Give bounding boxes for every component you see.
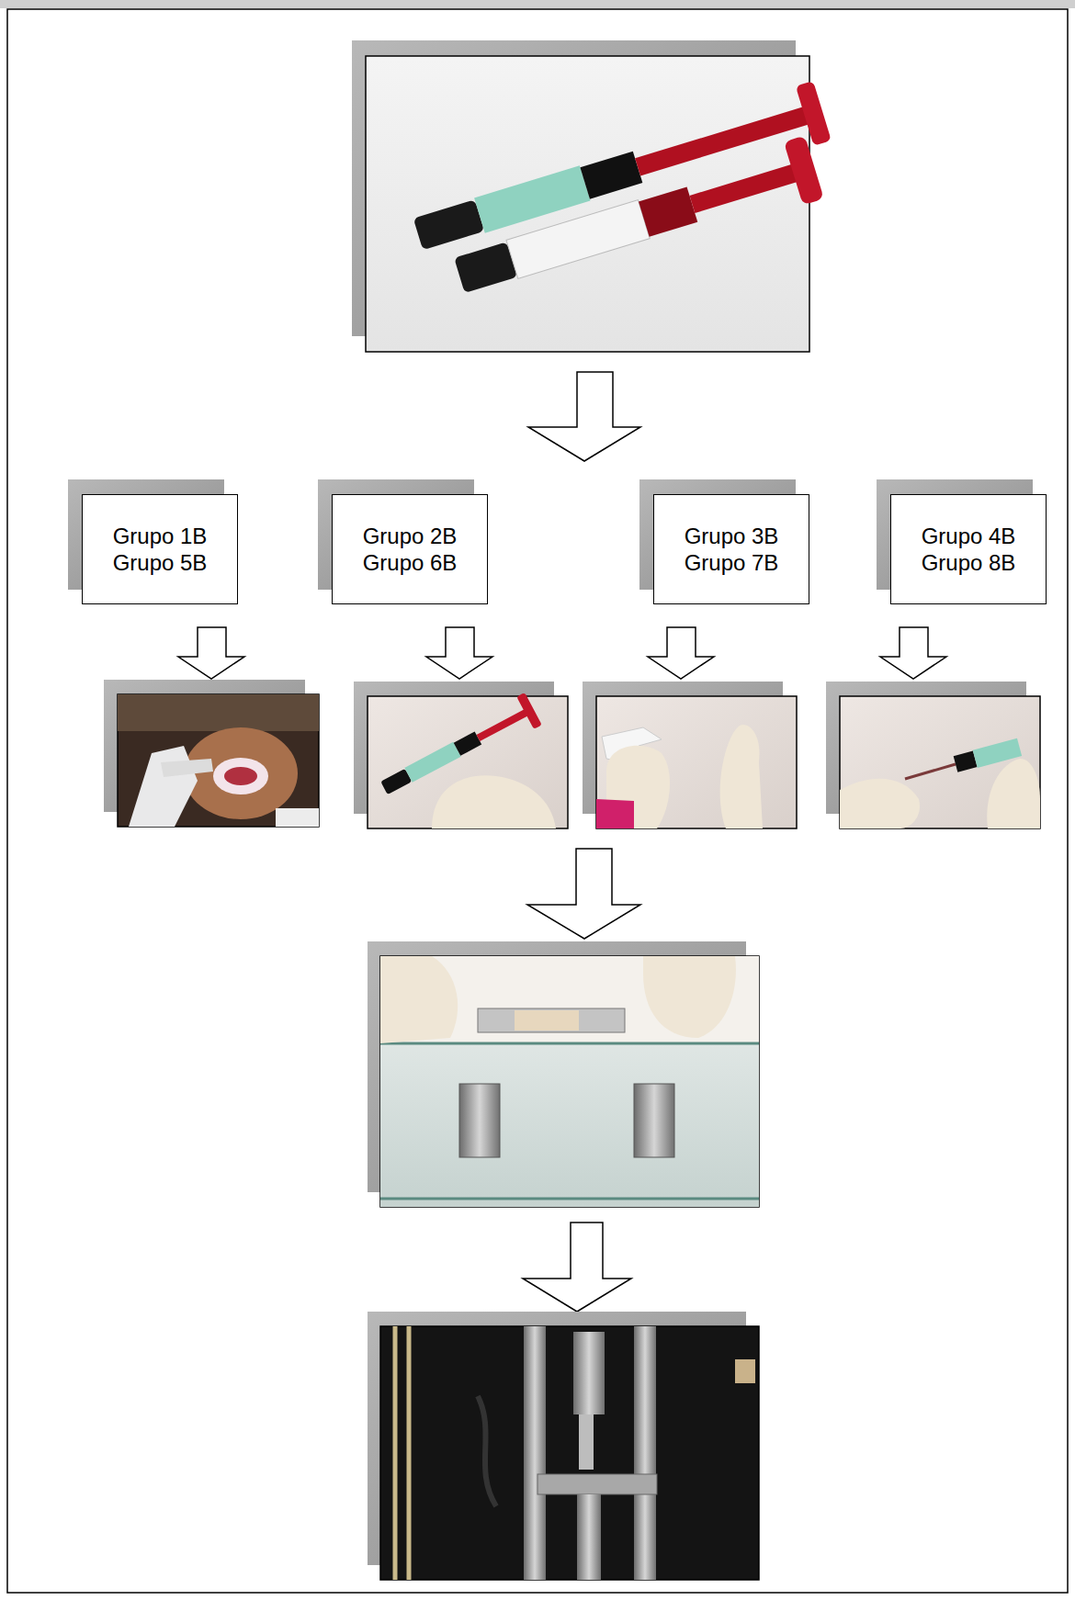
group-label: Grupo 7B xyxy=(684,549,780,577)
patient-photo xyxy=(117,694,319,827)
group-label: Grupo 5B xyxy=(113,549,208,577)
group-label: Grupo 1B xyxy=(113,522,208,550)
down-arrow xyxy=(527,848,641,940)
syringes-photo xyxy=(365,56,832,352)
syringe-hand-photo xyxy=(367,692,568,829)
testing-machine-photo xyxy=(380,1326,759,1581)
group-box: Grupo 2BGrupo 6B xyxy=(331,494,488,605)
molds-photo xyxy=(380,956,759,1208)
spray-photo xyxy=(596,696,797,829)
group-box: Grupo 3BGrupo 7B xyxy=(653,494,810,605)
group-label: Grupo 3B xyxy=(684,522,780,550)
page-frame xyxy=(7,9,1068,1594)
group-label: Grupo 4B xyxy=(921,522,1017,550)
down-arrow xyxy=(528,372,641,462)
small-arrows xyxy=(178,627,947,679)
group-box: Grupo 4BGrupo 8B xyxy=(890,494,1047,605)
group-label: Grupo 6B xyxy=(362,549,458,577)
group-label: Grupo 8B xyxy=(921,549,1017,577)
top-band xyxy=(0,0,1075,9)
down-arrow xyxy=(522,1222,632,1313)
group-label: Grupo 2B xyxy=(362,522,458,550)
hands-syringe-photo xyxy=(839,696,1041,829)
group-box: Grupo 1BGrupo 5B xyxy=(81,494,238,605)
